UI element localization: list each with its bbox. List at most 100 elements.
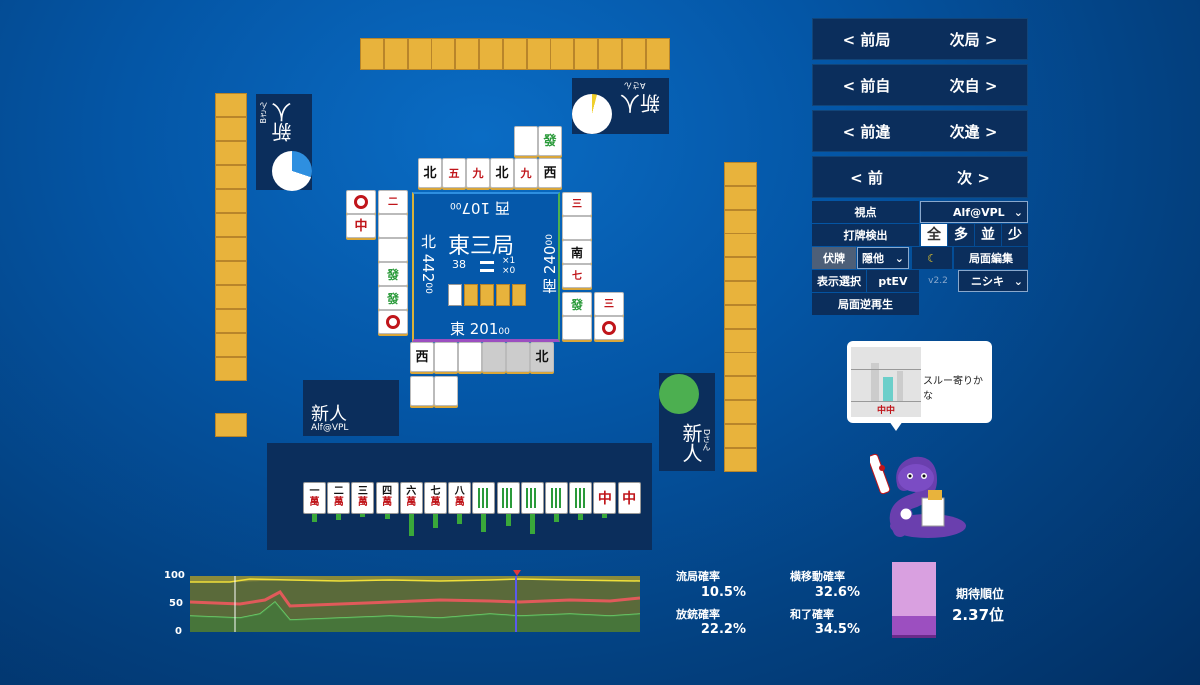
hint-tiles: 中中 (877, 406, 896, 416)
prev-self-button[interactable]: < 前自 (842, 76, 891, 95)
discard-eval-bar (408, 514, 414, 536)
wall-tile (724, 281, 757, 305)
discard-eval-bar (336, 514, 342, 520)
hand-tile[interactable] (569, 482, 593, 514)
round-label: 東三局 (448, 234, 515, 259)
score-north: 北 44200 (419, 234, 437, 294)
score-east: 東 20100 (450, 320, 510, 338)
wall-tile (215, 141, 247, 165)
moon-icon[interactable]: ☾ (912, 247, 952, 269)
hand-tile[interactable]: 六萬 (399, 482, 423, 514)
wall-tile (215, 309, 247, 333)
honba-count: ×1 (502, 256, 516, 266)
remaining-count: 38 (452, 258, 466, 271)
viewpoint-select[interactable]: Alf@VPL⌄ (920, 201, 1028, 223)
prev-round-button[interactable]: < 前局 (842, 30, 891, 49)
chevron-down-icon: ⌄ (894, 251, 904, 265)
bamboo-icon (526, 488, 539, 508)
hand-tile-rank: 中 (597, 491, 612, 507)
nav-round: < 前局 次局 > (812, 18, 1028, 60)
hand-tile[interactable] (545, 482, 568, 514)
nav-self: < 前自 次自 > (812, 64, 1028, 106)
self-player-name: 新人 (311, 404, 347, 425)
detect-option-normal[interactable]: 並 (975, 224, 1001, 246)
hand-tile[interactable] (520, 482, 544, 514)
top-player-panel: 新人 Aさん (572, 78, 669, 134)
discard-eval-bar (554, 514, 559, 522)
display-select-button[interactable]: 表示選択 (812, 270, 866, 292)
next-self-button[interactable]: 次自 > (949, 76, 998, 95)
wall-tile (645, 38, 670, 70)
left-player-pie (272, 151, 312, 191)
hand-tile[interactable]: 四萬 (375, 482, 399, 514)
nav-diff: < 前違 次違 > (812, 110, 1028, 152)
expected-rank-label: 期待順位 (956, 587, 1005, 601)
riichi-count: ×0 (502, 266, 516, 276)
hand-tile[interactable]: 中 (593, 482, 617, 514)
bamboo-icon (550, 488, 563, 508)
discard-west: 北 五 九 北 九 西 發 (418, 126, 564, 190)
hand-tile[interactable]: 一萬 (303, 482, 326, 514)
hand-tile-rank: 六 (406, 486, 417, 497)
hand-tile[interactable]: 二萬 (327, 482, 351, 514)
prev-button[interactable]: < 前 (850, 168, 883, 187)
yoko-value: 32.6% (814, 585, 860, 600)
wall-tile (550, 38, 575, 70)
top-player-name: 新人 (620, 91, 660, 115)
bamboo-icon (477, 488, 490, 508)
reverse-playback-button[interactable]: 局面逆再生 (812, 293, 919, 315)
discard-south: 三 南 七 發 三 (562, 192, 626, 342)
hand-tile[interactable] (496, 482, 520, 514)
wall-tile (502, 38, 527, 70)
hidden-select[interactable]: 隠他⌄ (857, 247, 909, 269)
dora-indicators (448, 284, 526, 306)
next-button[interactable]: 次 > (957, 168, 990, 187)
hand-tile-suit: 萬 (357, 497, 368, 508)
detect-option-many[interactable]: 多 (948, 224, 974, 246)
graph-y-50: 50 (169, 598, 183, 609)
wall-tile (574, 38, 599, 70)
hand-tile[interactable] (472, 482, 496, 514)
wall-tile (215, 285, 247, 309)
hand-tile[interactable]: 七萬 (424, 482, 447, 514)
prev-diff-button[interactable]: < 前違 (842, 122, 891, 141)
hint-text: スルー寄りかな (923, 376, 983, 402)
hand-tile-suit: 萬 (333, 497, 344, 508)
discard-eval-bar (529, 514, 535, 534)
discard-eval-bar (505, 514, 511, 526)
probability-graph[interactable] (189, 576, 641, 632)
next-round-button[interactable]: 次局 > (949, 30, 998, 49)
mascot-snake (867, 450, 970, 545)
hidden-tiles-toggle[interactable]: 伏牌 (812, 247, 856, 269)
hand-tile-rank: 四 (382, 486, 393, 497)
hand-tile[interactable]: 八萬 (448, 482, 472, 514)
hand-tile[interactable]: 三萬 (351, 482, 375, 514)
ptev-button[interactable]: ptEV (867, 270, 919, 292)
wall-tile (724, 233, 757, 258)
wall-tile (215, 261, 247, 285)
rank-bar (892, 562, 936, 638)
discard-eval-bar (578, 514, 584, 520)
model-select[interactable]: ニシキ⌄ (958, 270, 1028, 292)
wall-tile (724, 352, 757, 377)
hand-tile[interactable]: 中 (617, 482, 641, 514)
top-player-id: Aさん (624, 81, 646, 90)
wall-tile (455, 38, 480, 70)
honba-icon (480, 261, 494, 264)
left-player-id: Bさん (259, 102, 268, 124)
hand-tile-suit: 萬 (309, 497, 320, 508)
hand-tile-rank: 三 (357, 486, 368, 497)
wall-tile (215, 357, 247, 381)
graph-y-100: 100 (164, 570, 185, 581)
hint-chart: 中中 (851, 347, 921, 417)
chevron-down-icon: ⌄ (1013, 274, 1023, 288)
edit-position-button[interactable]: 局面編集 (954, 247, 1028, 269)
next-diff-button[interactable]: 次違 > (949, 122, 998, 141)
wall-tile (724, 400, 757, 424)
hand-tile-rank: 七 (430, 486, 441, 497)
left-player-name: 新人 (271, 102, 295, 142)
riichi-icon (480, 269, 494, 272)
detect-option-all[interactable]: 全 (921, 224, 947, 246)
detect-option-few[interactable]: 少 (1002, 224, 1028, 246)
right-player-indicator (659, 374, 699, 414)
